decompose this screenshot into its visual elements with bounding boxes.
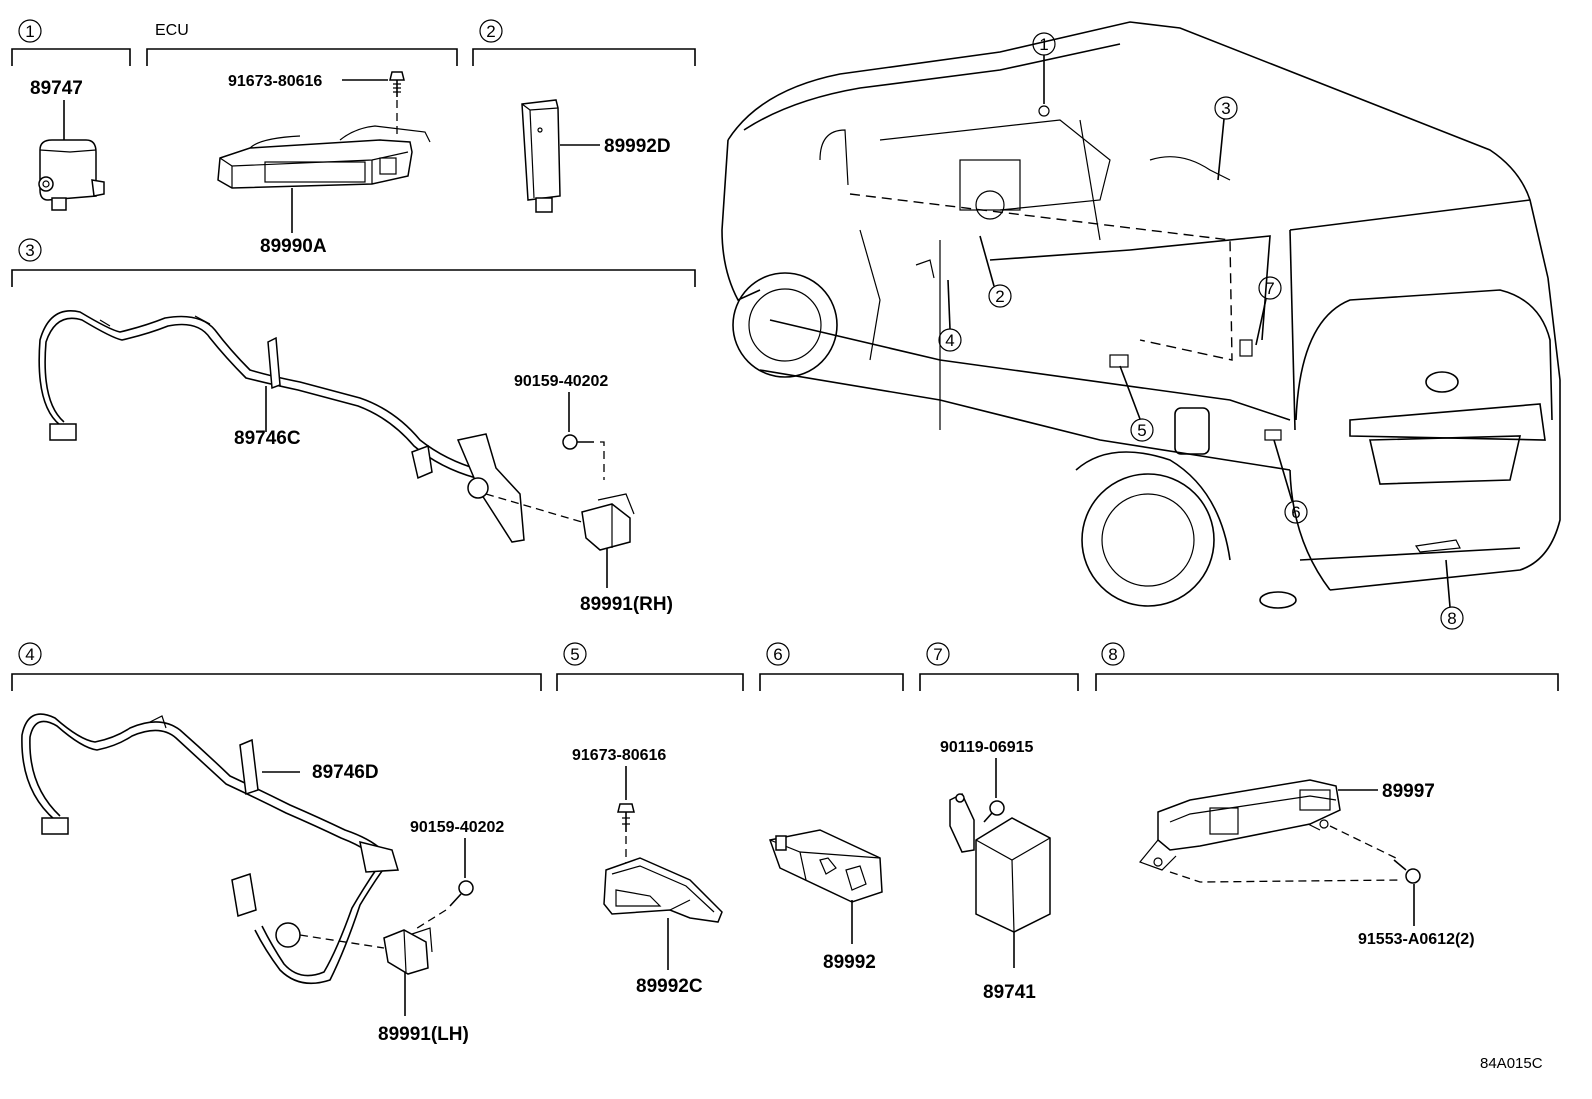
vehicle-callout-7: 7 (1255, 276, 1282, 346)
svg-text:2: 2 (486, 22, 495, 41)
section-8: 8 89997 91553-A0612(2) (1095, 642, 1559, 948)
svg-text:6: 6 (1291, 503, 1300, 522)
svg-text:7: 7 (1265, 279, 1274, 298)
unit-89997-drawing (1138, 779, 1341, 871)
section-5: 5 91673-80616 89992C (556, 642, 744, 997)
svg-text:5: 5 (570, 645, 579, 664)
bolt-drawing (562, 434, 594, 450)
bolt-drawing (983, 800, 1005, 823)
part-number-89991-lh: 89991(LH) (378, 1024, 469, 1045)
section-marker-8: 8 (1101, 642, 1125, 666)
vehicle-callout-4: 4 (938, 279, 962, 352)
svg-text:1: 1 (25, 22, 34, 41)
part-number-89741: 89741 (983, 982, 1036, 1003)
section-ecu: ECU 91673-80616 89990A (146, 22, 458, 257)
section-marker-6: 6 (766, 642, 790, 666)
section-marker-5: 5 (563, 642, 587, 666)
sensor-89991-rh-drawing (581, 493, 635, 551)
section-marker-2: 2 (479, 19, 503, 43)
vehicle-callout-8: 8 (1440, 559, 1464, 630)
part-number-89746d: 89746D (312, 762, 379, 783)
vehicle-illustration: 1 2 3 4 5 6 7 (721, 21, 1561, 630)
bolt-drawing (1393, 859, 1421, 884)
ecu-label: ECU (155, 22, 189, 39)
svg-text:1: 1 (1039, 35, 1048, 54)
section-7: 7 90119-06915 89741 (919, 642, 1079, 1003)
section-bracket (11, 48, 131, 66)
svg-text:3: 3 (1221, 99, 1230, 118)
section-marker-4: 4 (18, 642, 42, 666)
section-bracket (472, 48, 696, 66)
svg-text:4: 4 (945, 331, 954, 350)
section-bracket (11, 269, 696, 287)
section-2: 2 89992D (472, 19, 696, 213)
vehicle-callout-3: 3 (1214, 96, 1238, 181)
svg-text:3: 3 (25, 241, 34, 260)
section-bracket (759, 673, 904, 691)
section-marker-7: 7 (926, 642, 950, 666)
harness-89746c-drawing (38, 310, 525, 543)
section-3: 3 89746C 90159-40202 89991(RH) (11, 238, 696, 615)
bracket-89992c-drawing (603, 857, 723, 923)
part-number-89992d: 89992D (604, 136, 671, 157)
part-number-91553-a0612: 91553-A0612(2) (1358, 931, 1475, 948)
section-1: 1 89747 (11, 19, 131, 211)
part-number-89747: 89747 (30, 78, 83, 99)
part-number-89991-rh: 89991(RH) (580, 594, 673, 615)
vehicle-callout-2: 2 (979, 235, 1012, 308)
part-number-91673-80616: 91673-80616 (572, 747, 666, 764)
bolt-drawing (617, 803, 635, 832)
section-bracket (1095, 673, 1559, 691)
antenna-89992-drawing (769, 829, 883, 903)
figure-code: 84A015C (1480, 1055, 1543, 1072)
part-number-89990a: 89990A (260, 236, 327, 257)
vehicle-callout-1: 1 (1032, 32, 1056, 104)
section-marker-3: 3 (18, 238, 42, 262)
bolt-drawing (389, 71, 405, 97)
section-4: 4 89746D 90159-40202 89991(LH) (11, 642, 542, 1045)
svg-text:8: 8 (1108, 645, 1117, 664)
part-number-89746c: 89746C (234, 428, 301, 449)
part-number-90159-40202: 90159-40202 (410, 819, 504, 836)
module-89992d-drawing (521, 99, 561, 213)
section-bracket (556, 673, 744, 691)
harness-89746d-drawing (21, 713, 399, 985)
vehicle-callout-5: 5 (1119, 365, 1154, 442)
part-number-89992c: 89992C (636, 976, 703, 997)
svg-text:4: 4 (25, 645, 34, 664)
part-number-90119-06915: 90119-06915 (940, 739, 1034, 756)
part-number-89992: 89992 (823, 952, 876, 973)
svg-text:7: 7 (933, 645, 942, 664)
part-number-89997: 89997 (1382, 781, 1435, 802)
section-bracket (11, 673, 542, 691)
section-marker-1: 1 (18, 19, 42, 43)
sensor-89991-lh-drawing (383, 927, 433, 975)
section-6: 6 89992 (759, 642, 904, 973)
sensor-89747-drawing (38, 139, 105, 211)
van-body-drawing (721, 21, 1561, 609)
svg-text:2: 2 (995, 287, 1004, 306)
svg-text:5: 5 (1137, 421, 1146, 440)
unit-89741-drawing (949, 792, 1051, 933)
ecu-89990a-drawing (217, 125, 431, 189)
svg-text:6: 6 (773, 645, 782, 664)
section-bracket (146, 48, 458, 66)
part-number-91673-80616: 91673-80616 (228, 73, 322, 90)
bolt-drawing (449, 880, 474, 907)
section-bracket (919, 673, 1079, 691)
part-number-90159-40202: 90159-40202 (514, 373, 608, 390)
svg-text:8: 8 (1447, 609, 1456, 628)
vehicle-callout-6: 6 (1273, 439, 1308, 524)
